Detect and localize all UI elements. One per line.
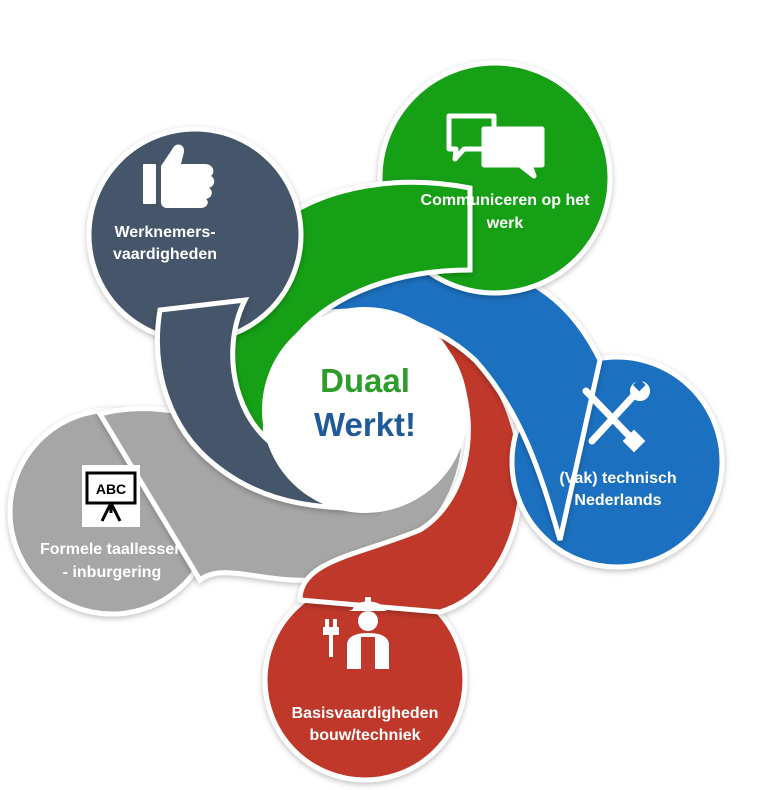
label-basis-line2: bouw/techniek xyxy=(309,727,420,744)
construction-worker-icon xyxy=(323,597,389,669)
label-communiceren-line1: Communiceren op het xyxy=(421,192,591,209)
label-werknemers-line1: Werknemers- xyxy=(114,224,215,241)
label-formele-line2: - inburgering xyxy=(63,564,162,581)
abc-board-text: ABC xyxy=(96,481,126,497)
center-title-line1: Duaal xyxy=(320,362,410,399)
speech-bubbles-icon xyxy=(446,113,545,179)
center-disk xyxy=(262,307,468,513)
center-title-line2: Werkt! xyxy=(314,406,416,443)
label-vak-line1: (Vak) technisch xyxy=(559,470,676,487)
thumbs-up-icon xyxy=(143,144,215,208)
label-formele-line1: Formele taallessen xyxy=(40,541,184,558)
label-communiceren-line2: werk xyxy=(486,215,524,232)
abc-board-icon: ABC xyxy=(82,465,140,527)
label-basis-line1: Basisvaardigheden xyxy=(292,705,439,722)
label-vak-line2: Nederlands xyxy=(574,492,661,509)
label-werknemers-line2: vaardigheden xyxy=(113,246,217,263)
